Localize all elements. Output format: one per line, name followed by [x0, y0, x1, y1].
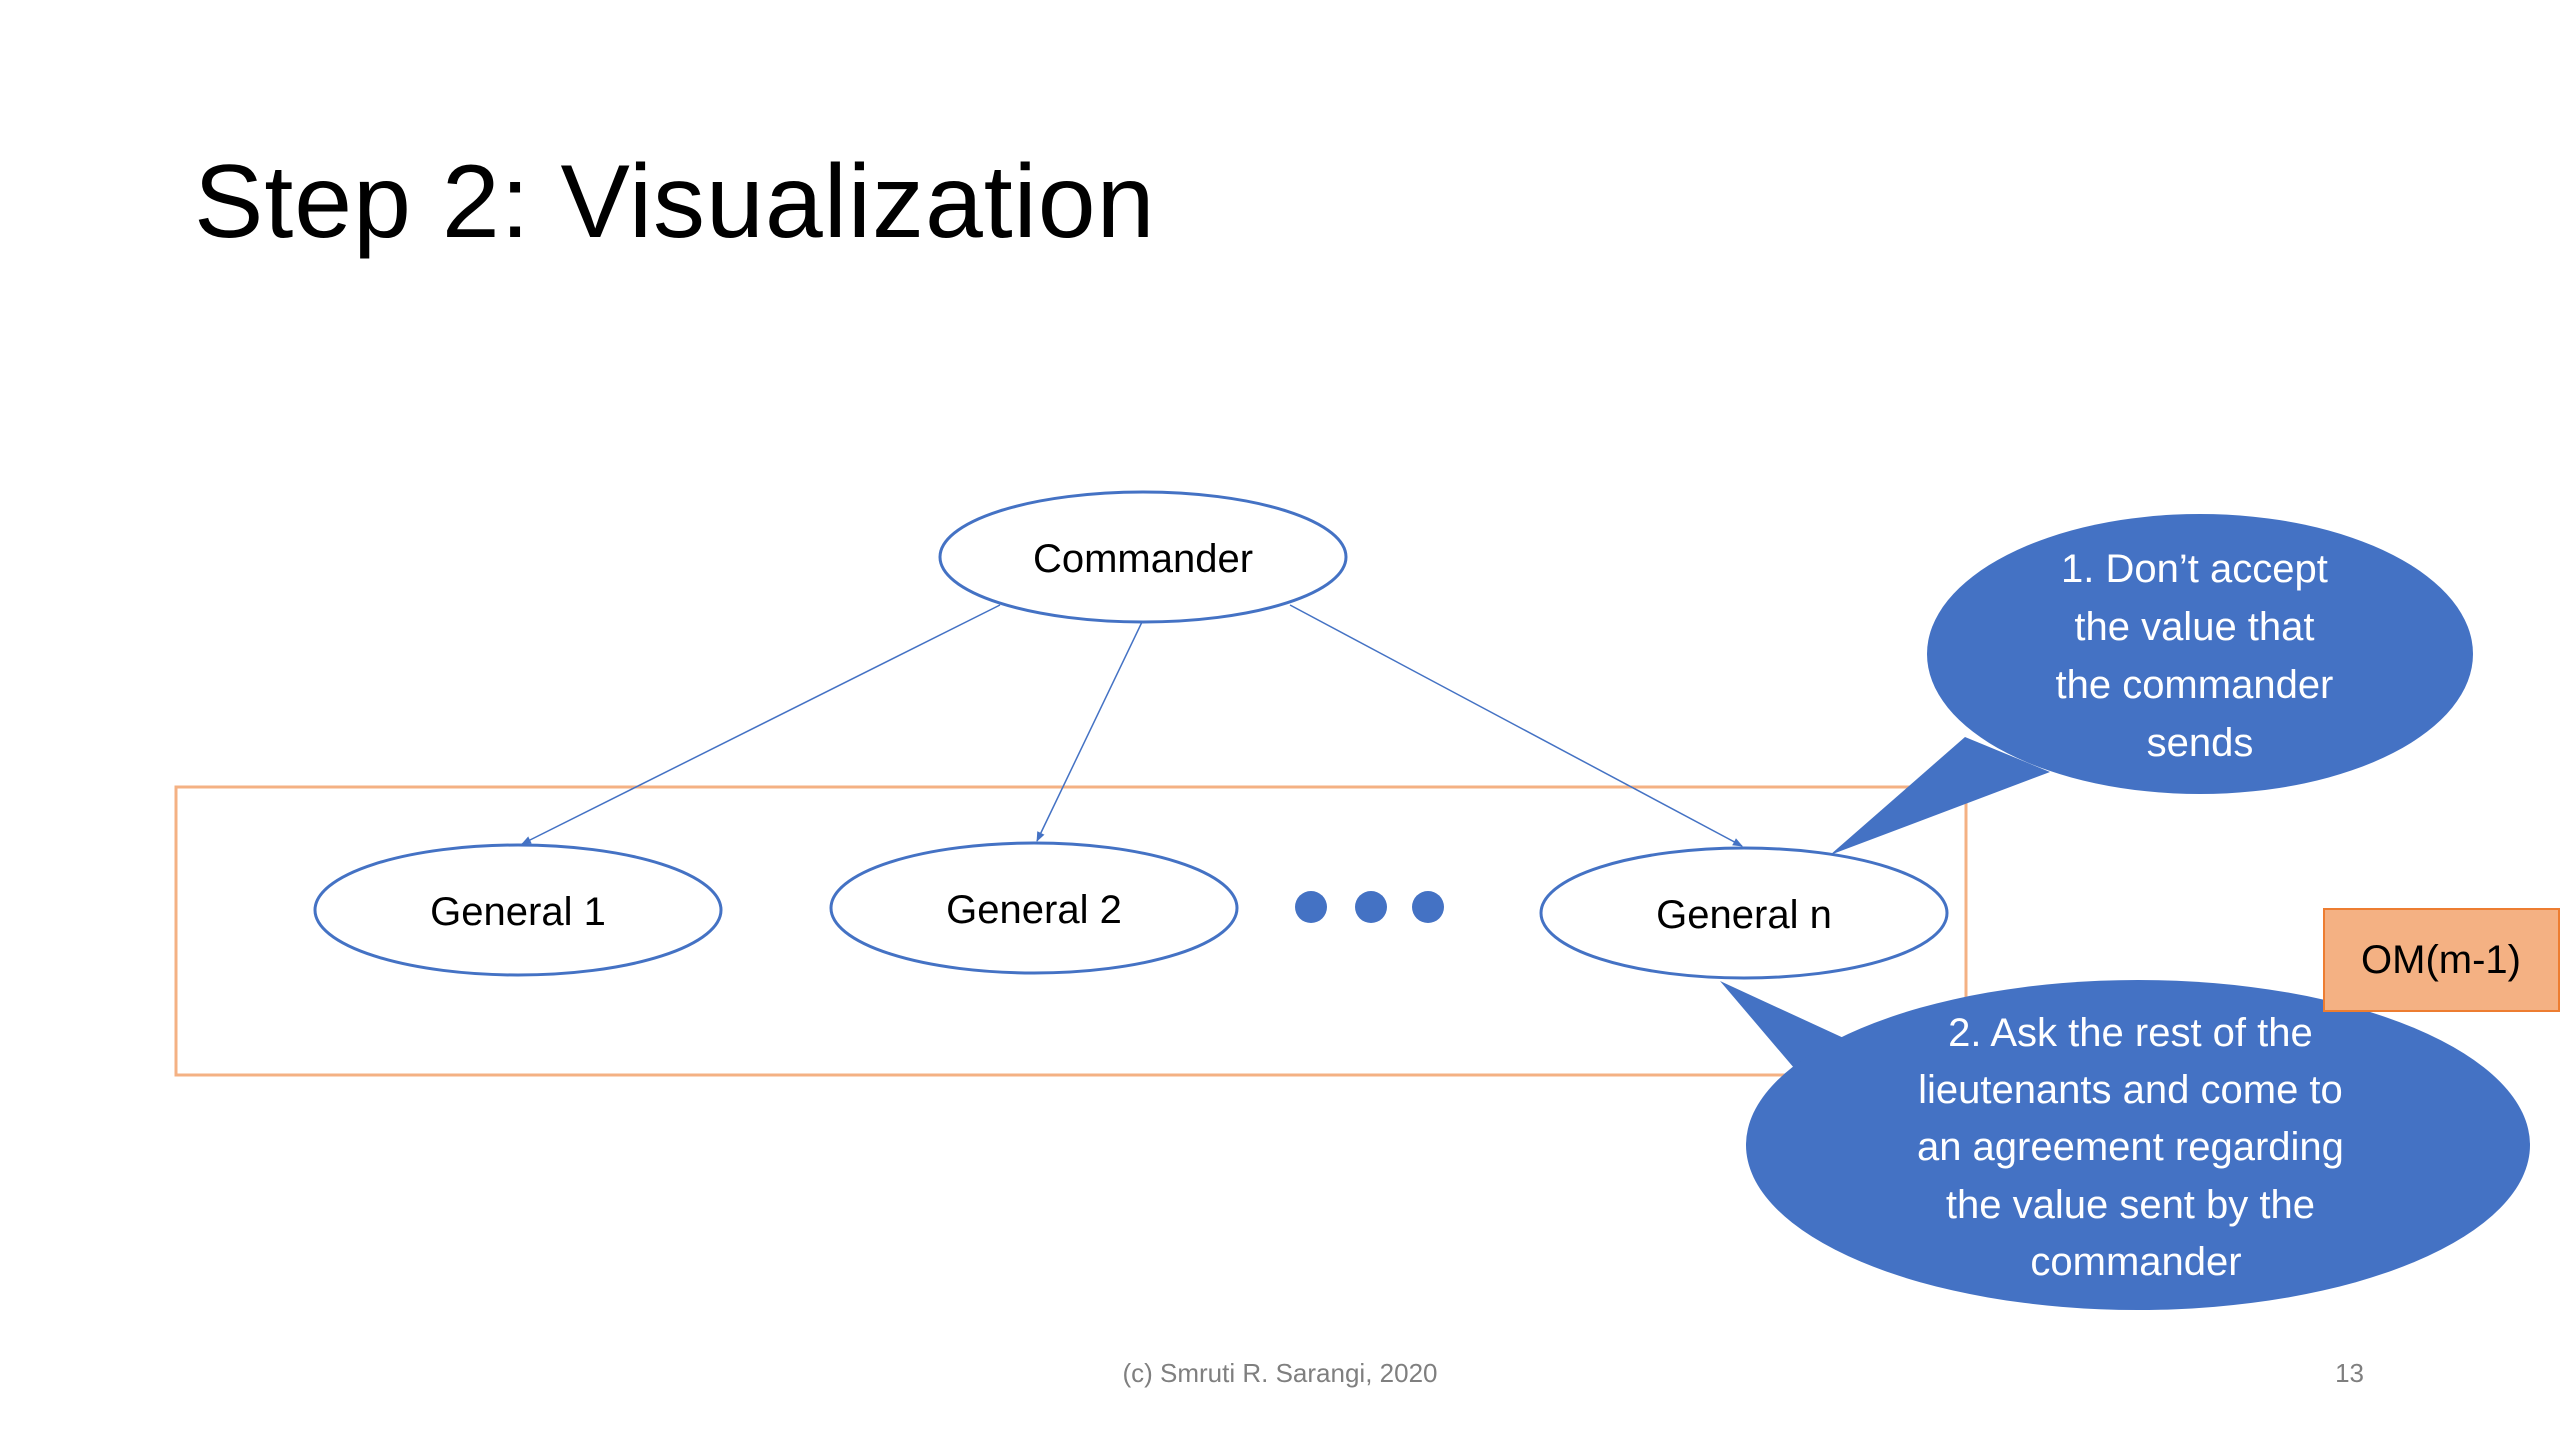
general-1-node: General 1 [313, 843, 723, 977]
commander-label: Commander [1033, 537, 1253, 581]
arrow-to-general-2 [1036, 621, 1143, 842]
callout-2-line: lieutenants and come to [1918, 1068, 2343, 1112]
ellipsis-dot [1355, 891, 1387, 923]
ellipsis-dot [1295, 891, 1327, 923]
general-2-node: General 2 [829, 841, 1239, 975]
callout-2-line: 2. Ask the rest of the [1948, 1011, 2313, 1055]
callout-2-line: commander [2030, 1240, 2241, 1284]
general-n-label: General n [1656, 893, 1832, 937]
ellipsis-dot [1412, 891, 1444, 923]
arrow-to-general-1 [521, 604, 1001, 845]
callout-2-line: the value sent by the [1946, 1183, 2315, 1227]
commander-node: Commander [938, 490, 1348, 624]
general-2-label: General 2 [946, 888, 1122, 932]
callout-2-text: 2. Ask the rest of the lieutenants and c… [1917, 1011, 2355, 1284]
arrow-to-general-n [1289, 604, 1743, 847]
callout-1-line: 1. Don’t accept [2061, 547, 2328, 591]
callout-1-line: the value that [2074, 605, 2314, 649]
callout-1-line: sends [2147, 721, 2254, 765]
general-1-label: General 1 [430, 890, 606, 934]
callout-1-text: 1. Don’t accept the value that the comma… [2055, 547, 2344, 765]
footer-credit: (c) Smruti R. Sarangi, 2020 [1122, 1358, 1438, 1388]
general-n-node: General n [1539, 846, 1949, 980]
callout-ask-lieutenants: 2. Ask the rest of the lieutenants and c… [1720, 980, 2530, 1310]
callout-2-line: an agreement regarding [1917, 1125, 2344, 1169]
om-label: OM(m-1) [2361, 938, 2521, 982]
ellipsis-dots [1295, 891, 1444, 923]
om-label-box: OM(m-1) [2323, 908, 2560, 1012]
callout-dont-accept: 1. Don’t accept the value that the comma… [1830, 514, 2473, 855]
generals-group-box [174, 785, 1968, 1077]
callout-1-line: the commander [2055, 663, 2333, 707]
page-number: 13 [2335, 1358, 2364, 1388]
slide-title: Step 2: Visualization [194, 144, 1156, 260]
